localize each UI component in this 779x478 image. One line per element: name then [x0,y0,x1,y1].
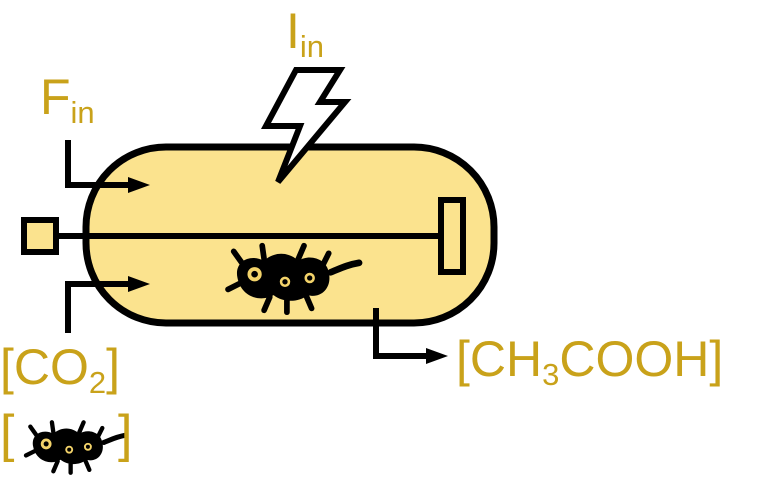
stirrer-motor-icon [21,217,59,255]
bacteria-bracket-open: [ [0,405,15,463]
product-part-a: [CH [456,331,543,387]
co2-close: ] [106,339,121,395]
product-subscript: 3 [542,356,560,392]
co2-open: [CO [0,339,89,395]
lightning-bolt-icon [260,67,352,184]
baffle-icon [438,197,466,275]
feed-inlet-bottom [65,276,150,333]
co2-subscript: 2 [88,364,107,400]
acetic-acid-label: [CH3COOH] [456,331,724,390]
co2-concentration-label: [CO2] [0,339,121,398]
feed-flow-label: Fin [40,69,95,128]
flow-subscript: in [70,94,95,130]
bacteria-icon [26,422,125,472]
light-intensity-label: Iin [286,3,324,62]
light-subscript: in [299,28,325,64]
light-symbol: I [286,3,300,59]
product-outlet [373,308,448,364]
feed-inlet-top [65,140,150,193]
flow-symbol: F [40,69,71,125]
bacteria-bracket-close: ] [118,405,133,463]
product-part-b: COOH] [559,331,724,387]
